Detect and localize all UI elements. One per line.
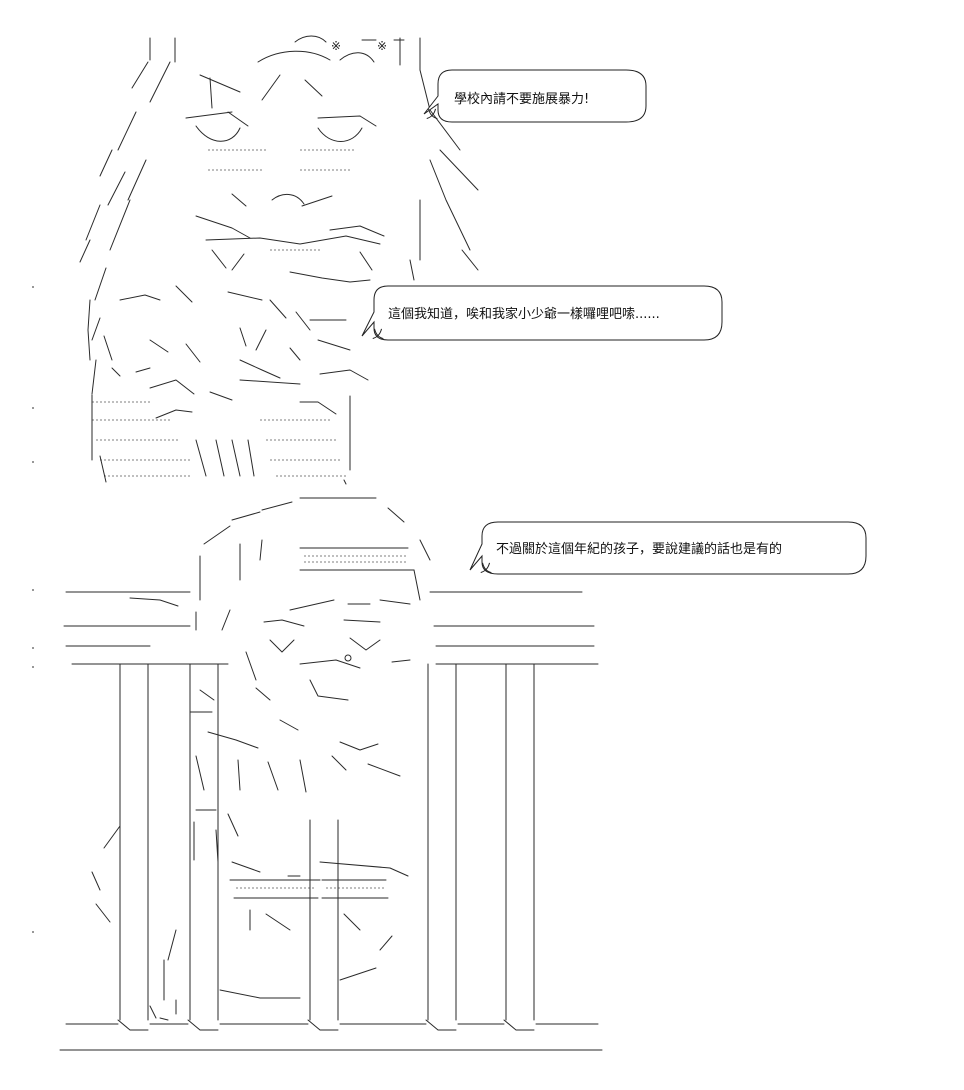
speech-tail-mark-1: 乂 [426, 107, 438, 121]
speech-bubble-1-text: 學校內請不要施展暴力! [454, 91, 589, 107]
speech-bubble-1: 學校內請不要施展暴力! 乂 [423, 69, 647, 123]
speech-bubble-2: 這個我知道，唉和我家小少爺一樣囉哩吧嗦...... 乂 [361, 285, 723, 341]
speech-bubble-3: 不過關於這個年紀的孩子，要說建議的話也是有的 乂 [469, 521, 867, 575]
mark-symbol-a: ※ [331, 39, 341, 53]
speech-bubble-3-text: 不過關於這個年紀的孩子，要說建議的話也是有的 [496, 541, 782, 557]
lower-character-figure [91, 497, 431, 1021]
railing [59, 591, 603, 1051]
margin-dots [32, 286, 34, 933]
upper-character-figure: ※ ※ [79, 35, 479, 485]
speech-tail-mark-3: 乂 [480, 561, 492, 575]
mark-symbol-b: ※ [377, 39, 387, 53]
speech-tail-mark-2: 乂 [372, 327, 384, 341]
speech-bubble-2-text: 這個我知道，唉和我家小少爺一樣囉哩吧嗦...... [388, 306, 660, 322]
